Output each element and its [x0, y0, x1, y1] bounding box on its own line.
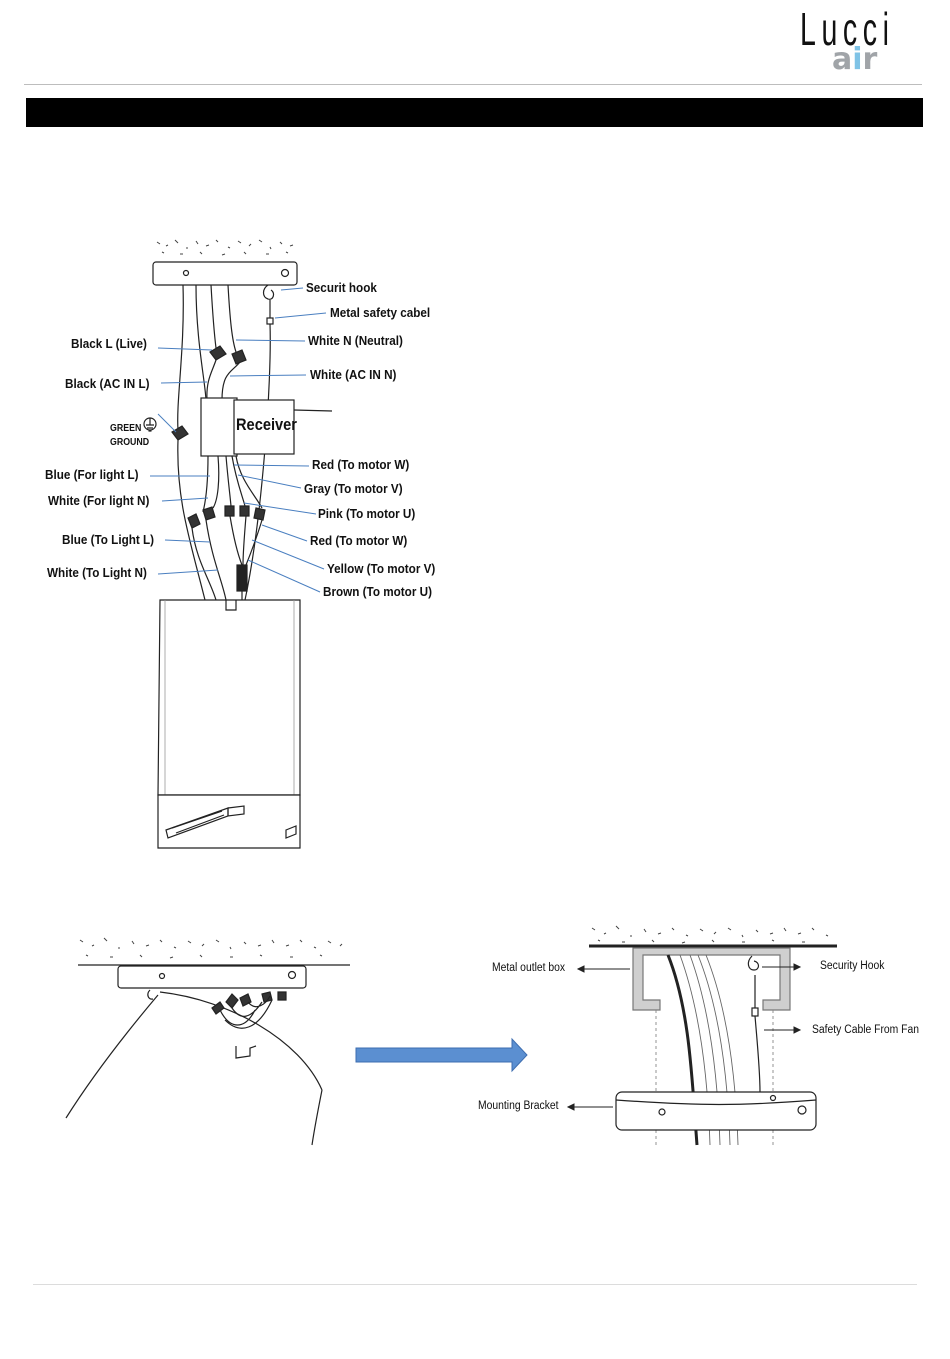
ceiling-texture: [156, 239, 294, 256]
label-black-ac-in-l: Black (AC IN L): [65, 376, 150, 391]
lucci-air-logo: Lucci air: [800, 2, 915, 78]
label-black-live: Black L (Live): [71, 336, 147, 351]
label-red-motor-w-1: Red (To motor W): [312, 457, 410, 472]
label-security-hook-mount: Security Hook: [820, 960, 885, 972]
label-metal-safety-cable: Metal safety cabel: [330, 305, 431, 320]
label-mounting-bracket: Mounting Bracket: [478, 1100, 559, 1112]
header-divider: [24, 84, 922, 85]
canopy: [152, 261, 298, 286]
label-blue-to-light-l: Blue (To Light L): [62, 532, 155, 547]
label-gray-motor-v: Gray (To motor V): [304, 481, 403, 496]
label-safety-cable: Safety Cable From Fan: [812, 1024, 920, 1036]
label-white-for-light-n: White (For light N): [48, 493, 150, 508]
label-metal-outlet-box: Metal outlet box: [492, 962, 566, 974]
label-white-ac-in-n: White (AC IN N): [310, 367, 397, 382]
label-security-hook: Securit hook: [306, 280, 377, 295]
label-red-motor-w-2: Red (To motor W): [310, 533, 408, 548]
footer-divider: [33, 1284, 917, 1285]
mounting-illustration: [589, 925, 837, 1146]
arrow-right-icon: [355, 1037, 528, 1073]
logo-wordmark: Lucci: [800, 3, 895, 55]
label-receiver: Receiver: [236, 415, 297, 434]
label-white-to-light-n: White (To Light N): [47, 565, 147, 580]
label-blue-for-light-l: Blue (For light L): [45, 467, 139, 482]
section-title-bar: [26, 98, 923, 127]
hanging-fan-illustration: [65, 937, 350, 1146]
label-brown-motor-u: Brown (To motor U): [323, 584, 432, 599]
logo-subword: air: [832, 42, 878, 77]
label-white-neutral: White N (Neutral): [308, 333, 403, 348]
label-pink-motor-u: Pink (To motor U): [318, 506, 416, 521]
label-yellow-motor-v: Yellow (To motor V): [327, 561, 436, 576]
